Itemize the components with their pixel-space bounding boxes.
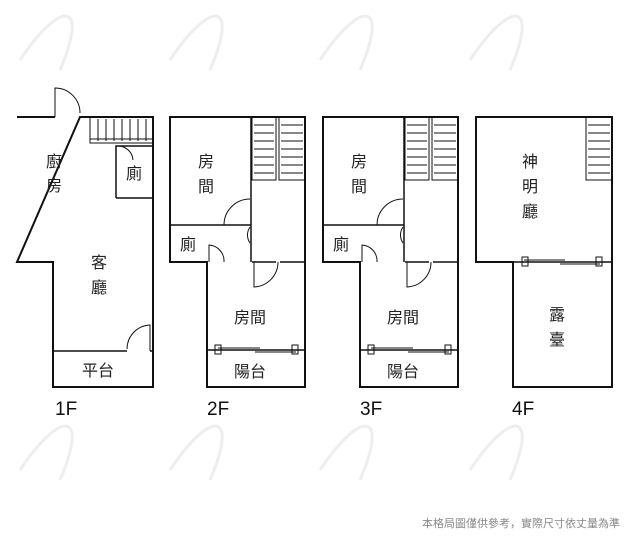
room-label: 房間 bbox=[234, 308, 266, 327]
window-icon bbox=[218, 347, 296, 353]
floor-label: 1F bbox=[55, 399, 77, 420]
floor-2f: 房 間 廁 房間 陽台 2F bbox=[169, 116, 306, 420]
room-label: 陽台 bbox=[234, 362, 266, 381]
door-icon bbox=[54, 87, 81, 117]
room-label: 房 bbox=[351, 152, 367, 171]
floor-1f: 廚 房 廁 客 廳 平台 1F bbox=[15, 87, 154, 420]
door-icon bbox=[361, 244, 378, 263]
stairs-icon bbox=[404, 116, 430, 181]
stairs-icon bbox=[89, 116, 154, 144]
door-icon bbox=[253, 261, 279, 288]
room-label: 廚 bbox=[46, 152, 62, 171]
door-icon bbox=[376, 198, 404, 244]
floor-label: 4F bbox=[512, 399, 534, 420]
floor-4f: 神 明 廳 露 臺 4F bbox=[475, 116, 613, 420]
room-label: 房 bbox=[198, 152, 214, 171]
room-label: 陽台 bbox=[387, 362, 419, 381]
watermark bbox=[18, 14, 524, 481]
room-label: 廳 bbox=[91, 278, 107, 297]
room-label: 間 bbox=[351, 177, 367, 196]
door-icon bbox=[223, 198, 251, 244]
stairs-icon bbox=[278, 116, 306, 181]
window-icon bbox=[524, 259, 600, 265]
stairs-icon bbox=[251, 116, 277, 181]
door-icon bbox=[208, 244, 225, 263]
door-icon bbox=[406, 261, 432, 288]
floor-label: 3F bbox=[360, 399, 382, 420]
room-label: 露 bbox=[549, 305, 565, 324]
stairs-icon bbox=[431, 116, 459, 181]
room-label: 廳 bbox=[522, 202, 538, 221]
room-label: 間 bbox=[198, 177, 214, 196]
disclaimer: 本格局圖僅供參考，實際尺寸依丈量為準 bbox=[422, 517, 620, 530]
room-label: 廁 bbox=[180, 235, 196, 254]
stairs-icon bbox=[585, 116, 613, 181]
room-label: 明 bbox=[522, 177, 538, 196]
floor-label: 2F bbox=[207, 399, 229, 420]
room-label: 廁 bbox=[126, 164, 142, 183]
room-label: 平台 bbox=[82, 361, 114, 380]
window-icon bbox=[371, 347, 449, 353]
floor-3f: 房 間 廁 房間 陽台 3F bbox=[322, 116, 459, 420]
room-label: 房間 bbox=[387, 308, 419, 327]
room-label: 廁 bbox=[333, 235, 349, 254]
room-label: 臺 bbox=[549, 330, 565, 349]
room-label: 神 bbox=[522, 152, 538, 171]
room-label: 房 bbox=[46, 176, 62, 195]
room-label: 客 bbox=[91, 253, 107, 272]
